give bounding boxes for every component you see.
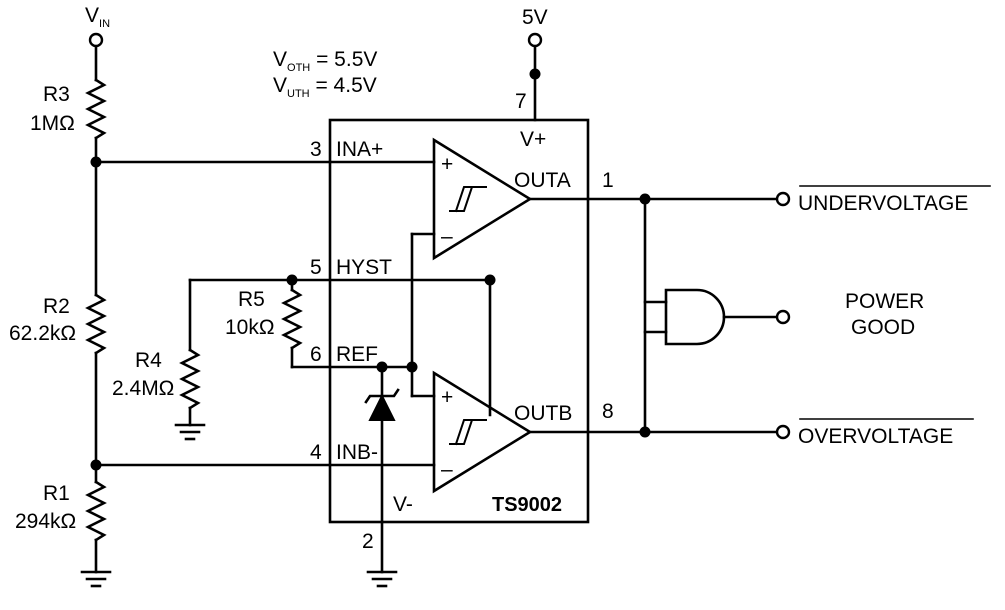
comparator-b: + – (328, 370, 590, 494)
undervoltage-terminal (775, 191, 791, 207)
5v-terminal (527, 32, 543, 48)
hysteresis-symbol-b (449, 419, 487, 445)
comparator-b-plus: + (441, 386, 453, 409)
pin8-number: 8 (602, 400, 614, 423)
output-network (586, 185, 991, 440)
r1-name: R1 (43, 482, 70, 505)
resistor-r3 (85, 78, 107, 140)
pin3-number: 3 (310, 138, 322, 161)
r2-value: 62.2kΩ (9, 322, 76, 345)
r3-name: R3 (43, 83, 70, 106)
comparator-a-minus: – (441, 225, 453, 248)
vin-label: VIN (85, 4, 110, 30)
power-good-label-1: POWER (845, 290, 924, 313)
r4-name: R4 (135, 349, 162, 372)
outb-label: OUTB (514, 402, 572, 425)
r5-name: R5 (238, 288, 265, 311)
pin6-number: 6 (310, 343, 322, 366)
pin5-number: 5 (310, 256, 322, 279)
comparator-a-plus: + (441, 153, 453, 176)
pin4-label: INB- (336, 441, 378, 464)
overvoltage-label: OVERVOLTAGE (798, 425, 953, 448)
pin1-number: 1 (602, 169, 614, 192)
resistor-r5 (281, 288, 303, 350)
chip-name: TS9002 (492, 494, 562, 516)
hysteresis-symbol-a (449, 186, 487, 212)
and-gate-icon (664, 288, 726, 346)
5v-label: 5V (522, 6, 548, 29)
overvoltage-terminal (775, 424, 791, 440)
resistor-r4 (179, 348, 201, 410)
r2-name: R2 (43, 295, 70, 318)
pin2-number: 2 (362, 530, 374, 553)
power-good-terminal (775, 309, 791, 325)
pin7-label: V+ (520, 128, 546, 151)
zener-diode-icon (368, 393, 396, 421)
resistor-r1 (85, 480, 107, 542)
r1-value: 294kΩ (15, 510, 76, 533)
pin3-label: INA+ (336, 138, 383, 161)
comparator-b-minus: – (441, 458, 453, 481)
internal-wiring (364, 232, 492, 524)
divider-network (80, 32, 332, 588)
r5-value: 10kΩ (225, 316, 275, 339)
outa-label: OUTA (514, 169, 571, 192)
pin2-label: V- (393, 493, 413, 516)
resistor-r2 (85, 293, 107, 355)
comparator-a: + – (328, 137, 590, 261)
labels: VIN 5V VOTH = 5.5V VUTH = 4.5V R3 1MΩ R2… (9, 4, 968, 553)
vin-terminal (88, 32, 104, 48)
voth-label: VOTH = 5.5V (273, 48, 377, 74)
pin4-number: 4 (310, 441, 322, 464)
vuth-label: VUTH = 4.5V (273, 74, 377, 100)
r3-value: 1MΩ (30, 112, 75, 135)
ic-package (328, 118, 590, 524)
pin6-label: REF (336, 343, 378, 366)
power-good-label-2: GOOD (851, 316, 915, 339)
pin5-label: HYST (336, 256, 392, 279)
pin7-number: 7 (515, 90, 527, 113)
r4-value: 2.4MΩ (112, 377, 174, 400)
undervoltage-label: UNDERVOLTAGE (798, 192, 968, 215)
supply-pins (366, 32, 543, 588)
